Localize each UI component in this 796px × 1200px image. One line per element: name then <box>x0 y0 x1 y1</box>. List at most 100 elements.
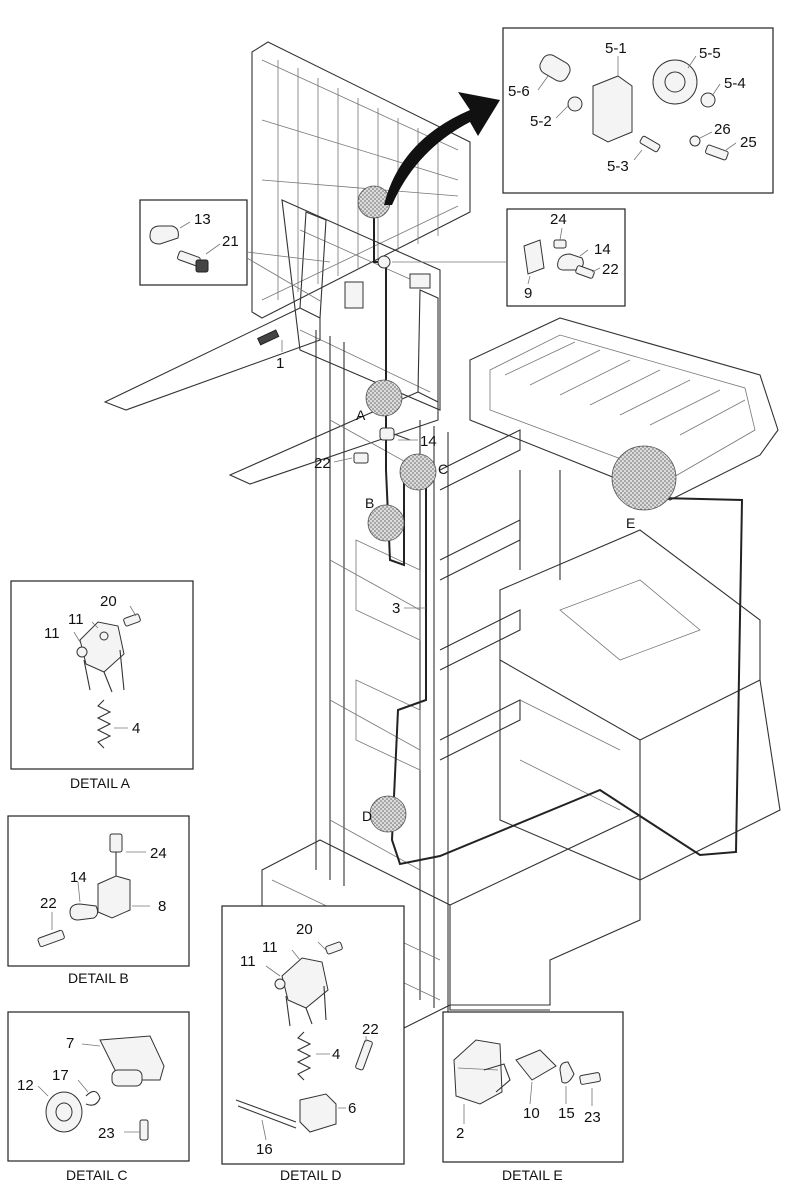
callout-5-3: 5-3 <box>607 158 629 175</box>
callout-5-2: 5-2 <box>530 113 552 130</box>
callout-11-a2: 11 <box>68 611 84 628</box>
marker-c-circle <box>399 453 437 491</box>
marker-b-circle <box>367 504 405 542</box>
fork-left <box>103 211 327 411</box>
callout-22-d: 22 <box>362 1021 379 1038</box>
callout-14-b: 14 <box>70 869 87 886</box>
marker-e-circle <box>611 445 677 511</box>
leader-inset-left <box>246 251 331 303</box>
marker-label-c: C <box>438 461 448 477</box>
callout-8-b: 8 <box>158 898 166 915</box>
bolt-24-b <box>109 833 123 853</box>
caption-detail-d: DETAIL D <box>280 1167 341 1183</box>
leader-22 <box>333 457 353 463</box>
mast <box>315 330 521 1012</box>
callout-22-inset: 22 <box>602 261 619 278</box>
cable-route <box>373 202 744 866</box>
marker-label-b: B <box>365 495 374 511</box>
bolt-25 <box>705 144 729 161</box>
detail-d: 20 11 11 22 4 6 16 DETAIL D <box>221 905 405 1183</box>
cable-clamp <box>379 427 395 441</box>
callout-10: 10 <box>523 1105 540 1122</box>
carriage <box>281 199 441 411</box>
marker-d-circle <box>369 795 407 833</box>
bolt-22-d <box>355 1039 373 1071</box>
callout-23-c: 23 <box>98 1125 115 1142</box>
callout-5-4: 5-4 <box>724 75 746 92</box>
detail-e: 2 10 15 23 DETAIL E <box>442 1011 624 1183</box>
callout-26: 26 <box>714 121 731 138</box>
operator-compartment <box>469 317 781 920</box>
clamp-bolt <box>393 433 411 441</box>
caption-detail-a: DETAIL A <box>70 775 131 791</box>
inset-clamp-right: 24 14 22 9 <box>392 208 626 307</box>
callout-25: 25 <box>740 134 757 151</box>
callout-7: 7 <box>66 1035 74 1052</box>
callout-1: 1 <box>276 355 284 372</box>
callout-3: 3 <box>392 600 400 617</box>
bracket-11-d <box>281 957 329 1009</box>
callout-20-a: 20 <box>100 593 117 610</box>
callout-4-d: 4 <box>332 1046 340 1063</box>
nut-5-2 <box>567 96 583 112</box>
callout-15: 15 <box>558 1105 575 1122</box>
caption-detail-e: DETAIL E <box>502 1167 563 1183</box>
callout-9: 9 <box>524 285 532 302</box>
plate-16 <box>235 1099 297 1129</box>
detail-c: 7 12 17 23 DETAIL C <box>7 1011 190 1183</box>
spring-4 <box>96 699 112 749</box>
bolt-22 <box>353 452 369 464</box>
callout-5-5: 5-5 <box>699 45 721 62</box>
callout-23-e: 23 <box>584 1109 601 1126</box>
bolt-22 <box>575 265 595 279</box>
bracket-11 <box>79 621 125 673</box>
marker-label-e: E <box>626 515 635 531</box>
plate-10 <box>515 1049 557 1081</box>
load-backrest <box>251 41 471 319</box>
bushing-5-4 <box>700 92 716 108</box>
marker-label-d: D <box>362 808 372 824</box>
bracket-7 <box>99 1035 165 1081</box>
callout-4-a: 4 <box>132 720 140 737</box>
caption-detail-c: DETAIL C <box>66 1167 127 1183</box>
shaft-7 <box>111 1069 143 1087</box>
callout-5-6: 5-6 <box>508 83 530 100</box>
detail-a: 20 11 11 4 DETAIL A <box>10 580 194 791</box>
callout-24: 24 <box>550 211 567 228</box>
arrow-to-inset <box>384 92 500 205</box>
marker-a-circle <box>365 379 403 417</box>
detail-b: 24 14 22 8 DETAIL B <box>7 815 190 986</box>
callout-14-inset: 14 <box>594 241 611 258</box>
bolt-20-d <box>325 941 343 955</box>
callout-5-1: 5-1 <box>605 40 627 57</box>
clamp-14-b <box>69 903 99 921</box>
callout-14: 14 <box>420 433 437 450</box>
callout-16: 16 <box>256 1141 273 1158</box>
clamp-15 <box>559 1061 575 1084</box>
bolt-20 <box>123 613 141 627</box>
bracket-9 <box>523 239 545 275</box>
callout-6: 6 <box>348 1100 356 1117</box>
bolt-5-3 <box>639 135 661 153</box>
bracket-8 <box>97 875 131 919</box>
callout-21: 21 <box>222 233 239 250</box>
bolt-23-e <box>579 1072 601 1085</box>
callout-11-d1: 11 <box>240 953 256 970</box>
callout-22-b: 22 <box>40 895 57 912</box>
bracket-5-1 <box>592 75 633 143</box>
spring-4-d <box>296 1031 312 1081</box>
marker-small-circle <box>377 255 391 269</box>
callout-20-d: 20 <box>296 921 313 938</box>
callout-17: 17 <box>52 1067 69 1084</box>
fork-right <box>228 289 439 485</box>
washer-26 <box>689 135 701 147</box>
callout-12: 12 <box>17 1077 34 1094</box>
callout-11-a1: 11 <box>44 625 60 642</box>
bracket-6 <box>299 1093 337 1133</box>
clamp-14 <box>557 253 584 271</box>
callout-24-b: 24 <box>150 845 167 862</box>
detail-markers <box>357 185 677 833</box>
callout-13: 13 <box>194 211 211 228</box>
callout-22: 22 <box>314 455 331 472</box>
